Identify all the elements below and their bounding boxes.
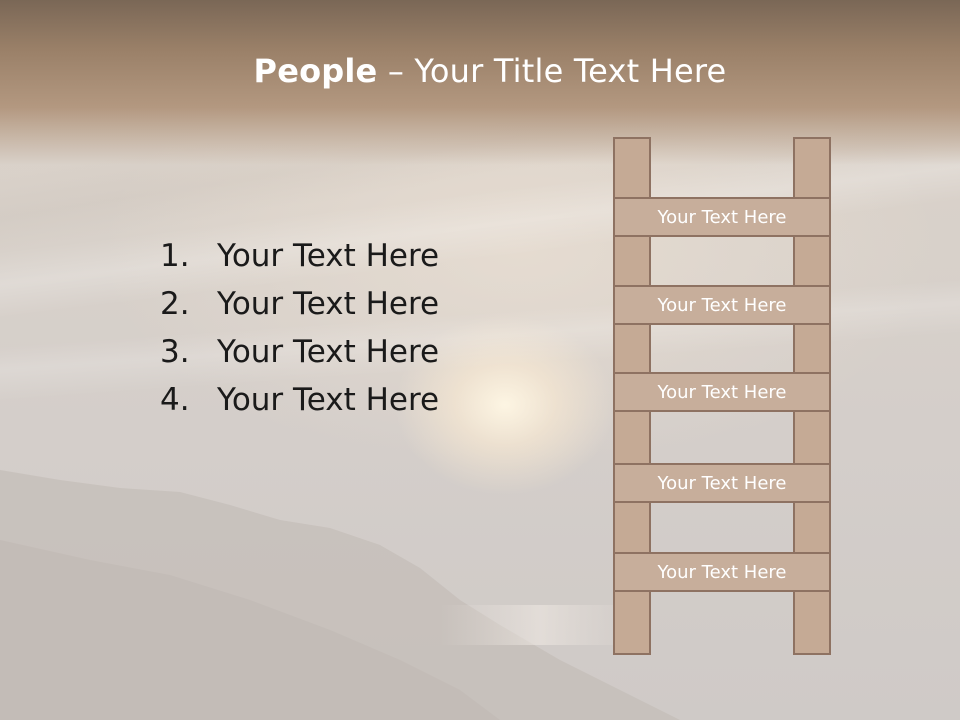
list-item-number: 2. bbox=[160, 286, 190, 322]
ladder-rung-4: Your Text Here bbox=[613, 463, 831, 503]
ladder-rung-3: Your Text Here bbox=[613, 372, 831, 412]
numbered-list: 1. Your Text Here 2. Your Text Here 3. Y… bbox=[160, 232, 439, 424]
list-item: 1. Your Text Here bbox=[160, 232, 439, 280]
slide-title: People – Your Title Text Here bbox=[0, 52, 960, 90]
ladder-rung-5: Your Text Here bbox=[613, 552, 831, 592]
list-item-text: Your Text Here bbox=[217, 334, 440, 370]
list-item-text: Your Text Here bbox=[217, 382, 440, 418]
ladder-rung-2: Your Text Here bbox=[613, 285, 831, 325]
ladder-rung-1: Your Text Here bbox=[613, 197, 831, 237]
list-item: 4. Your Text Here bbox=[160, 376, 439, 424]
list-item-number: 3. bbox=[160, 334, 190, 370]
title-rest-part: – Your Title Text Here bbox=[377, 52, 727, 90]
list-item: 3. Your Text Here bbox=[160, 328, 439, 376]
list-item: 2. Your Text Here bbox=[160, 280, 439, 328]
list-item-number: 4. bbox=[160, 382, 190, 418]
list-item-text: Your Text Here bbox=[217, 286, 440, 322]
list-item-text: Your Text Here bbox=[217, 238, 440, 274]
title-bold-part: People bbox=[253, 52, 378, 90]
list-item-number: 1. bbox=[160, 238, 190, 274]
